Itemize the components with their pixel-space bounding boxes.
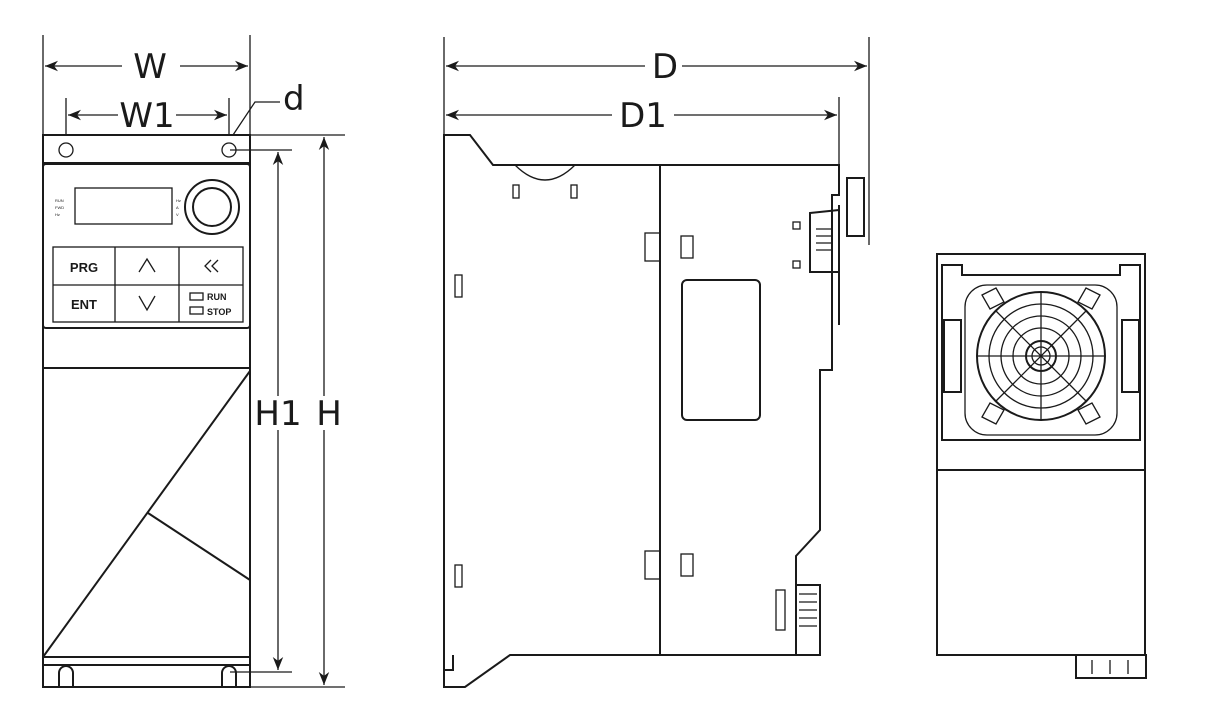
mounting-slot-bottom-left xyxy=(58,665,74,687)
bottom-view xyxy=(936,253,1147,679)
led-display xyxy=(74,187,173,225)
side-view: D D1 xyxy=(443,37,870,688)
d-hole-label: d xyxy=(283,79,305,119)
shift-key-icon[interactable] xyxy=(204,259,212,273)
w1-label: W1 xyxy=(119,96,174,136)
side-top-notch xyxy=(514,164,576,181)
ent-key[interactable]: ENT xyxy=(71,297,97,312)
cover-fold-line xyxy=(147,512,251,581)
d1-label: D1 xyxy=(619,96,667,136)
run-indicator xyxy=(189,292,204,301)
fan-clip-left xyxy=(943,319,962,393)
prg-key[interactable]: PRG xyxy=(70,260,98,275)
keypad-panel xyxy=(42,163,251,329)
potentiometer-knob-outer xyxy=(184,179,240,235)
bottom-body-outline xyxy=(936,253,1146,656)
stop-indicator xyxy=(189,306,204,315)
led-label-run: RUN xyxy=(55,198,64,203)
side-window xyxy=(681,279,761,421)
d-leader-line xyxy=(232,101,280,136)
potentiometer-knob-inner xyxy=(192,187,232,227)
led-label-fwd: FWD xyxy=(55,205,64,210)
unit-label-hz: Hz xyxy=(176,198,181,203)
run-label: RUN xyxy=(207,292,227,302)
up-key-icon[interactable] xyxy=(138,257,156,273)
bottom-connector xyxy=(1075,654,1147,679)
cover-diagonal xyxy=(42,370,251,658)
stop-label: STOP xyxy=(207,307,231,317)
mounting-slot-bottom-right xyxy=(221,665,237,687)
side-knob xyxy=(846,177,865,237)
led-label-hz: Hz xyxy=(55,212,60,217)
side-terminal-grille xyxy=(795,584,821,656)
down-key-icon[interactable] xyxy=(138,295,156,312)
d-label: D xyxy=(652,47,678,87)
h1-label: H1 xyxy=(254,394,301,434)
h-label: H xyxy=(316,394,342,434)
front-view: W W1 d RUN FWD Hz Hz A V PRG ENT xyxy=(42,35,345,688)
side-body-outline xyxy=(443,134,840,688)
unit-label-a: A xyxy=(176,205,179,210)
front-body-outline xyxy=(42,134,251,688)
side-keypad-protrusion xyxy=(809,205,840,325)
fan-clip-right xyxy=(1121,319,1140,393)
unit-label-v: V xyxy=(176,212,179,217)
mounting-hole-top-left xyxy=(58,142,74,158)
fan-frame xyxy=(941,264,1141,441)
w-label: W xyxy=(133,47,167,87)
